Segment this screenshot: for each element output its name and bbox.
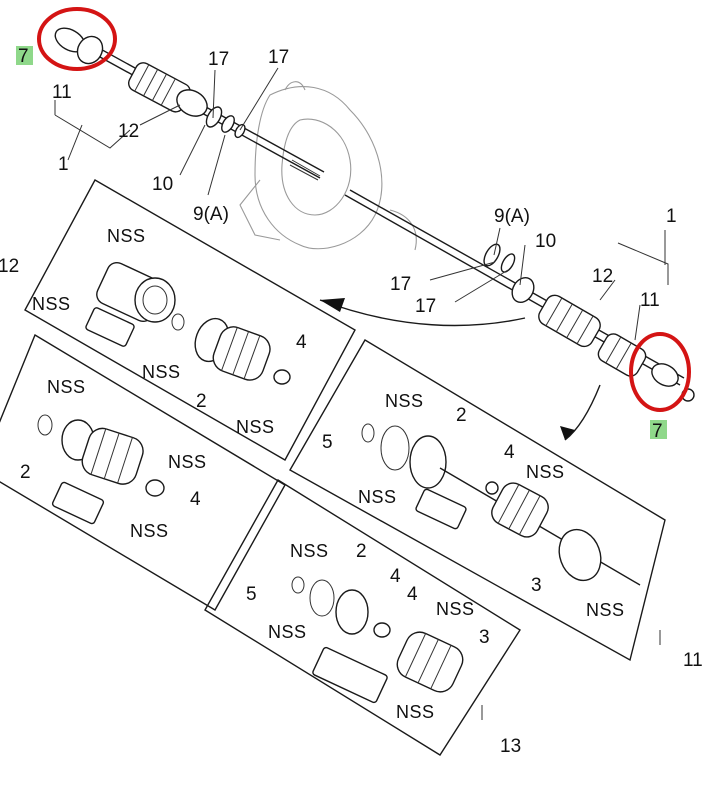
- callout-sweep-lower: [564, 384, 601, 441]
- label-17-right-a: 17: [390, 274, 411, 295]
- label-boot-2: 2: [20, 462, 31, 483]
- label-nss: NSS: [526, 462, 565, 482]
- detail-panel-11: [289, 339, 666, 662]
- label-12-right: 12: [592, 266, 613, 287]
- label-13-panel: 13: [500, 736, 521, 757]
- label-12-panel: 12: [0, 256, 19, 277]
- label-nss: NSS: [396, 702, 435, 722]
- label-boot-2: 2: [456, 405, 467, 426]
- label-band-4: 4: [504, 442, 515, 463]
- label-part7-right: 7: [652, 421, 663, 442]
- panel11-parts: [361, 423, 641, 586]
- panel12-parts: [85, 261, 291, 385]
- label-11-right: 11: [640, 290, 660, 311]
- highlight-circle-right: [629, 332, 691, 412]
- part7-badge-top: [16, 46, 33, 65]
- label-nss: NSS: [290, 541, 329, 561]
- label-snap-5: 5: [246, 584, 257, 605]
- label-10-right: 10: [535, 231, 556, 252]
- label-nss: NSS: [586, 600, 625, 620]
- label-nss: NSS: [32, 294, 71, 314]
- label-11-panel: 11: [683, 650, 703, 671]
- label-band-4: 4: [190, 489, 201, 510]
- label-band-4: 4: [390, 566, 401, 587]
- transmission-ghost-outline: [239, 81, 417, 251]
- label-nss: NSS: [107, 226, 146, 246]
- label-nss: NSS: [236, 417, 275, 437]
- label-snap-5: 5: [322, 432, 333, 453]
- label-nss: NSS: [142, 362, 181, 382]
- callout-sweep-upper: [319, 299, 526, 327]
- callout-arrowhead: [560, 426, 575, 440]
- label-boot-3: 3: [479, 627, 490, 648]
- label-part7-top: 7: [18, 46, 29, 67]
- callout-arrowhead: [320, 298, 345, 312]
- leader-lines: [54, 67, 669, 720]
- label-nss: NSS: [385, 391, 424, 411]
- label-1-top: 1: [58, 154, 69, 175]
- label-10-top: 10: [152, 174, 173, 195]
- label-9a-top: 9(A): [193, 204, 229, 225]
- label-boot-3: 3: [531, 575, 542, 596]
- label-band-4: 4: [296, 332, 307, 353]
- label-nss: NSS: [358, 487, 397, 507]
- panel13-parts: [291, 576, 464, 704]
- label-17-top-b: 17: [268, 47, 289, 68]
- label-band-4: 4: [407, 584, 418, 605]
- label-nss: NSS: [130, 521, 169, 541]
- detail-panel-left: [0, 333, 286, 611]
- detail-panel-12: [24, 179, 356, 461]
- upper-driveshaft: [54, 27, 325, 181]
- label-nss: NSS: [268, 622, 307, 642]
- highlight-circle-top: [37, 7, 117, 71]
- label-12-top: 12: [118, 121, 139, 142]
- label-11-top: 11: [52, 82, 72, 103]
- label-boot-2: 2: [196, 391, 207, 412]
- part7-badge-right: [650, 420, 667, 439]
- label-17-right-b: 17: [415, 296, 436, 317]
- label-nss: NSS: [47, 377, 86, 397]
- detail-panel-13: [204, 479, 521, 756]
- callout-labels: 7 7 11 12 1 17 17 10 9(A) 9(A) 10 1 12 1…: [0, 46, 703, 757]
- label-boot-2: 2: [356, 541, 367, 562]
- label-1-right: 1: [666, 206, 677, 227]
- label-nss: NSS: [168, 452, 207, 472]
- label-17-top-a: 17: [208, 49, 229, 70]
- label-9a-right: 9(A): [494, 206, 530, 227]
- left-panel-parts: [37, 414, 165, 525]
- label-nss: NSS: [436, 599, 475, 619]
- lower-driveshaft: [344, 189, 695, 402]
